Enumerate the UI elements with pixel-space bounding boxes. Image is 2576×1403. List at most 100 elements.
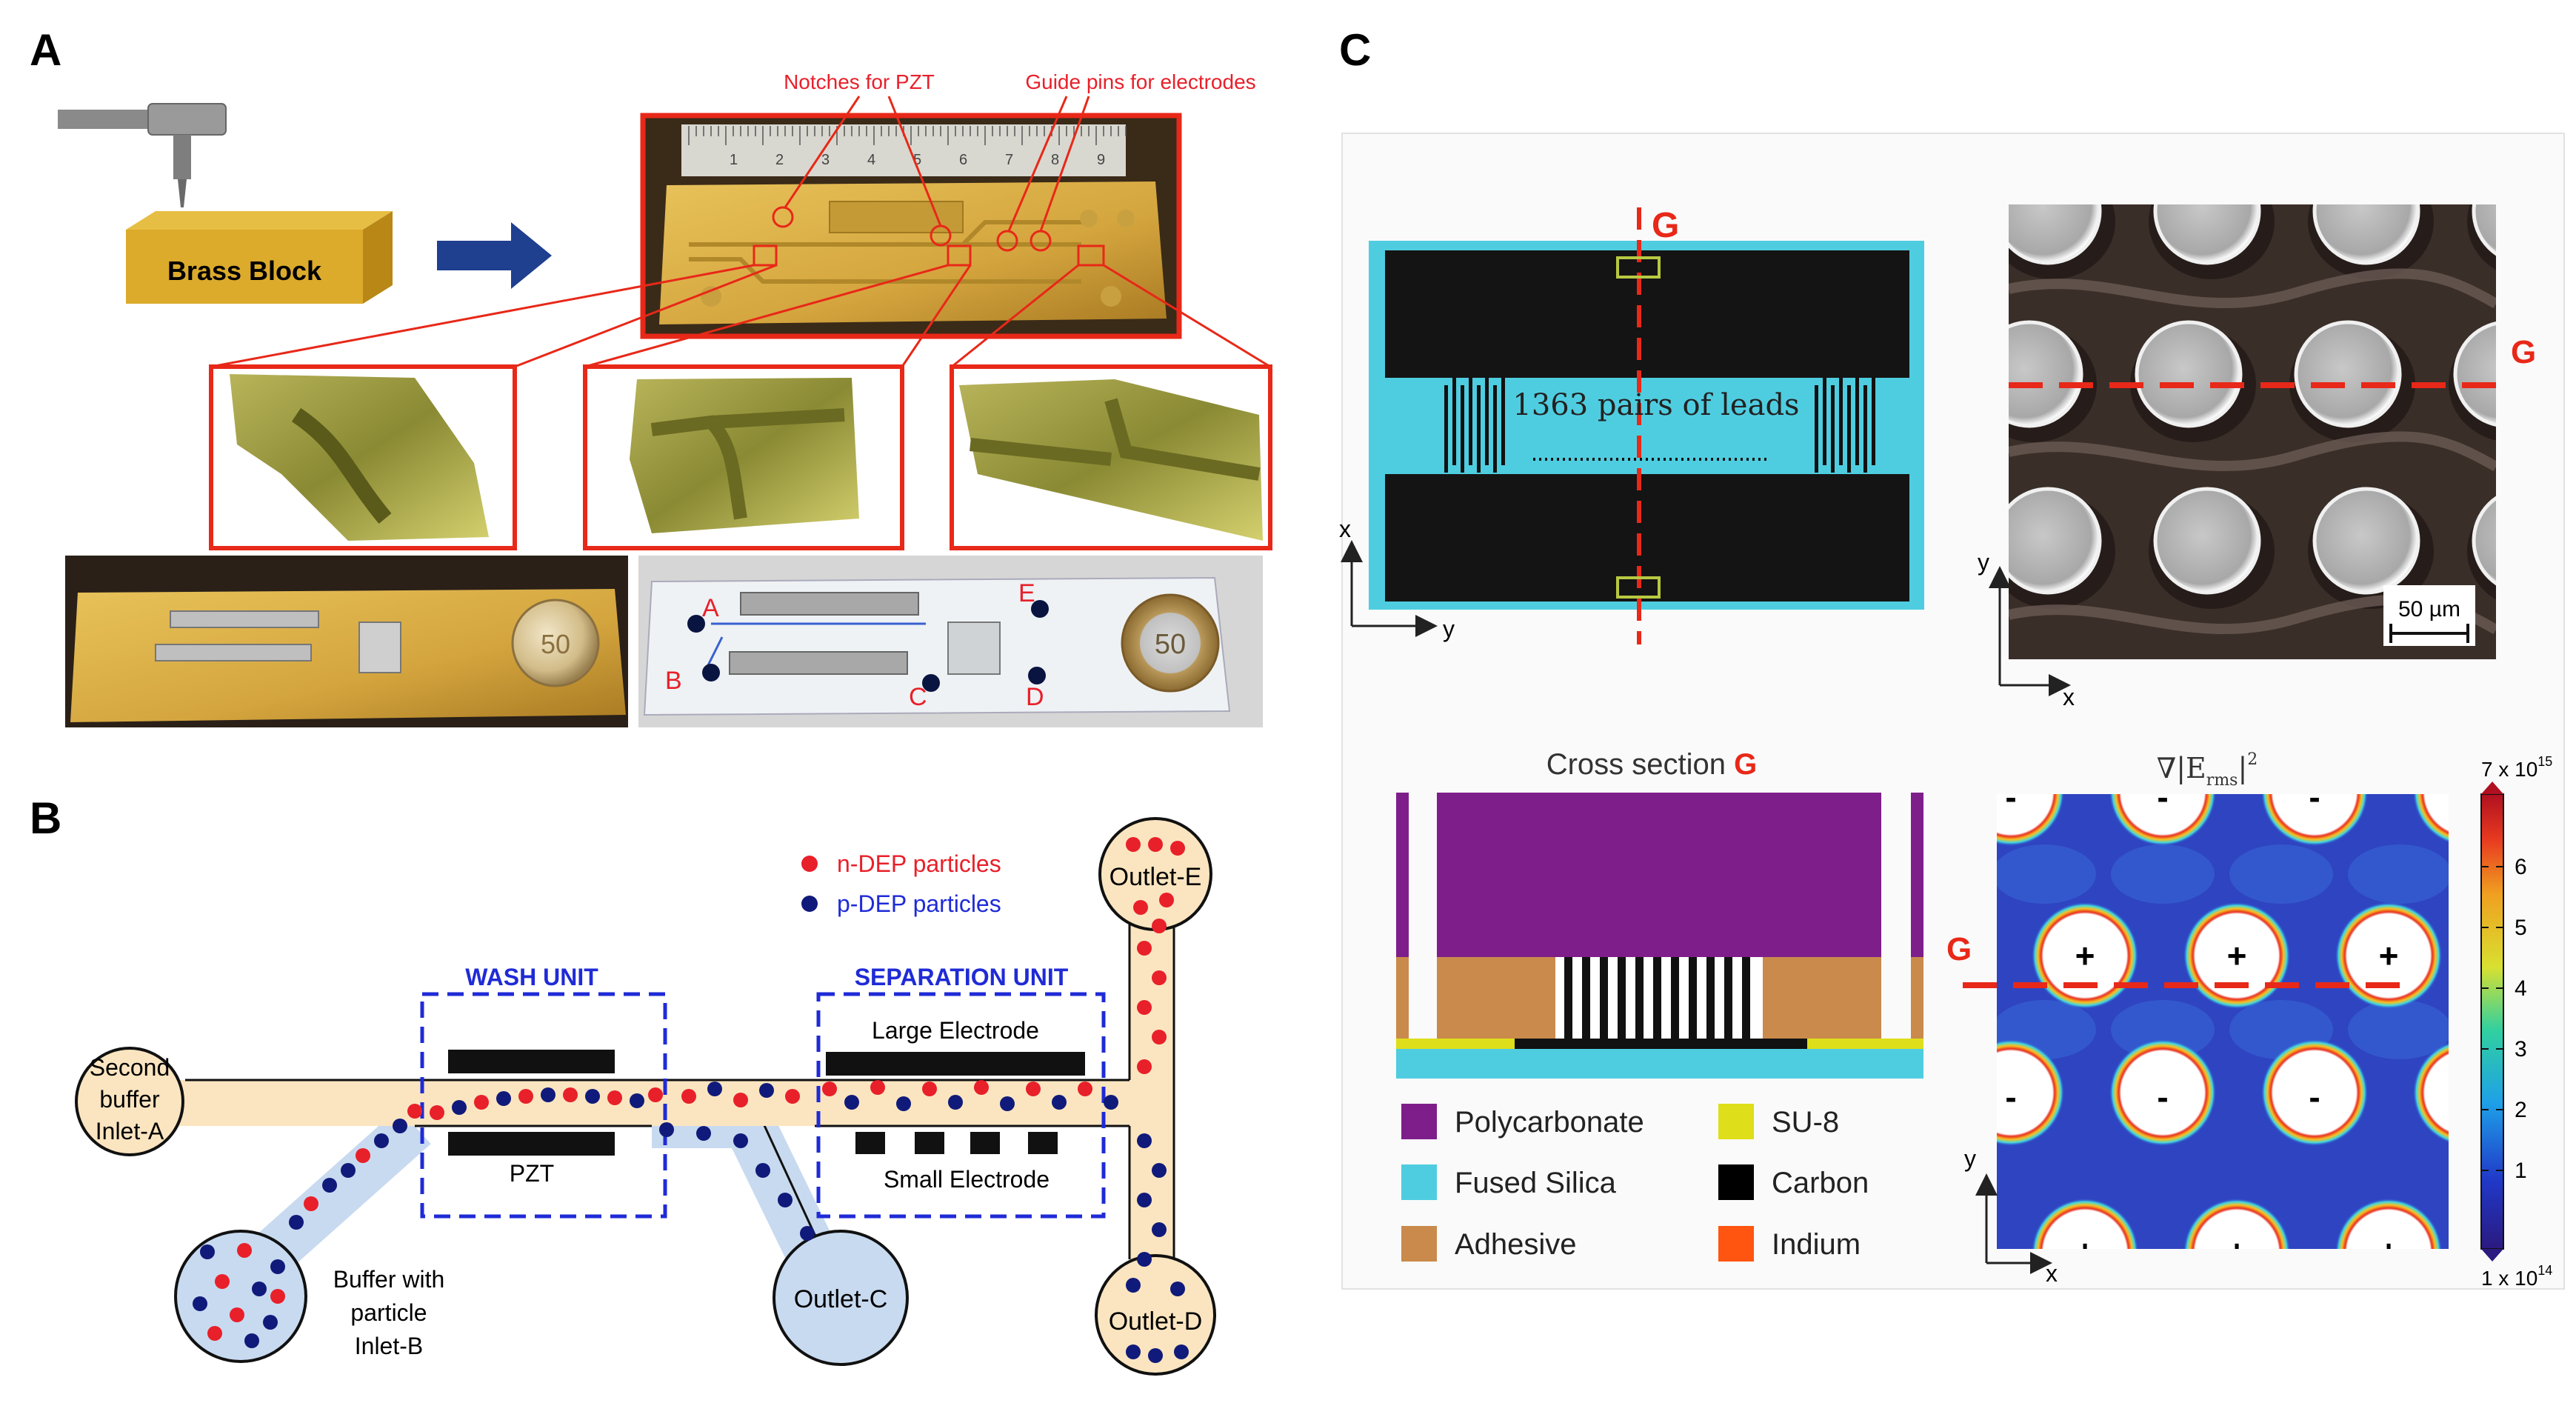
pillar bbox=[2294, 320, 2402, 428]
electrode-stripe bbox=[1706, 957, 1715, 1039]
port-label-c: C bbox=[909, 683, 927, 711]
p-dep-particle bbox=[270, 1259, 285, 1274]
field-hole-core bbox=[2425, 1055, 2449, 1130]
coin-value-2: 50 bbox=[1155, 629, 1186, 660]
legend-n-dep: n-DEP particles bbox=[837, 850, 1001, 877]
pillar bbox=[2009, 487, 2102, 595]
p-dep-particle bbox=[800, 1226, 815, 1241]
ruler-number: 5 bbox=[913, 152, 921, 168]
electrode-stripe bbox=[1635, 957, 1644, 1039]
p-dep-particle bbox=[200, 1244, 215, 1259]
electrode-stripe bbox=[1582, 957, 1590, 1039]
inlet-b-label-3: Inlet-B bbox=[355, 1333, 423, 1359]
colorbar-tick-label: 2 bbox=[2515, 1098, 2527, 1122]
p-dep-particle bbox=[541, 1087, 555, 1102]
n-dep-particle bbox=[974, 1080, 989, 1095]
pillar bbox=[2009, 204, 2102, 265]
pillar bbox=[2153, 204, 2261, 265]
p-dep-particle bbox=[778, 1193, 793, 1207]
p-dep-particle bbox=[193, 1296, 207, 1311]
ruler-number: 3 bbox=[821, 152, 830, 168]
axis-x-2: x bbox=[2063, 684, 2075, 710]
p-dep-particle bbox=[1148, 1348, 1163, 1363]
ruler-number: 1 bbox=[730, 152, 738, 168]
microfluidic-schematic bbox=[75, 817, 1216, 1376]
inlet-b-label-2: particle bbox=[350, 1299, 427, 1326]
pillar bbox=[2153, 487, 2261, 595]
ruler-number: 2 bbox=[775, 152, 784, 168]
legend-label: Polycarbonate bbox=[1455, 1106, 1644, 1139]
leads-count-label: 1363 pairs of leads bbox=[1512, 388, 1799, 422]
p-dep-particle bbox=[496, 1091, 511, 1106]
n-dep-particle bbox=[237, 1243, 252, 1258]
n-dep-particle bbox=[681, 1089, 696, 1104]
process-arrow bbox=[437, 222, 552, 289]
lead bbox=[1469, 378, 1472, 465]
p-dep-particle bbox=[393, 1119, 407, 1133]
n-dep-particle bbox=[304, 1196, 318, 1211]
p-dep-particle bbox=[585, 1089, 600, 1104]
lead bbox=[1461, 385, 1464, 473]
minus-sign: - bbox=[2005, 1078, 2016, 1116]
electrode-stripe bbox=[1689, 957, 1697, 1039]
lead bbox=[1444, 385, 1448, 473]
pillar bbox=[2472, 496, 2496, 586]
port-label-d: D bbox=[1026, 683, 1044, 711]
particle-legend: n-DEP particles p-DEP particles bbox=[801, 850, 1001, 917]
legend-swatch bbox=[1718, 1226, 1754, 1262]
plus-sign: + bbox=[2379, 1233, 2399, 1271]
field-hole-core bbox=[2121, 794, 2204, 834]
n-dep-particle bbox=[356, 1148, 370, 1163]
p-dep-particle bbox=[1126, 1344, 1141, 1359]
electrode-stripe bbox=[1671, 957, 1679, 1039]
lead bbox=[1493, 385, 1497, 473]
electrode-stripe bbox=[1618, 957, 1626, 1039]
outlet-c-label: Outlet-C bbox=[794, 1285, 888, 1313]
p-dep-particle bbox=[252, 1282, 267, 1296]
plus-sign: + bbox=[2075, 936, 2095, 975]
minus-sign: - bbox=[2309, 778, 2320, 816]
legend-label: Indium bbox=[1772, 1228, 1861, 1261]
lead bbox=[1501, 378, 1505, 465]
field-blotch bbox=[2348, 1000, 2449, 1059]
n-dep-particle bbox=[1137, 1000, 1152, 1015]
legend-label: SU-8 bbox=[1772, 1106, 1839, 1139]
p-dep-particle bbox=[341, 1163, 356, 1178]
colorbar-tick-label: 4 bbox=[2515, 976, 2527, 1001]
n-dep-particle bbox=[607, 1090, 622, 1105]
small-electrode-3 bbox=[970, 1132, 1000, 1154]
electrode-layout: 1363 pairs of leads G x y bbox=[1339, 206, 1924, 644]
lead bbox=[1485, 378, 1489, 465]
field-hole-core bbox=[2347, 914, 2430, 997]
axis-y-2: y bbox=[1978, 549, 1989, 576]
lead bbox=[1452, 378, 1456, 465]
n-dep-particle bbox=[1137, 1059, 1152, 1074]
axis-x-1: x bbox=[1339, 516, 1351, 542]
p-dep-particle bbox=[244, 1333, 259, 1348]
ruler-number: 6 bbox=[959, 152, 967, 168]
g-marker-field: G bbox=[1946, 931, 1972, 967]
separation-unit-label: SEPARATION UNIT bbox=[855, 964, 1069, 990]
minus-sign: - bbox=[2005, 778, 2016, 816]
brass-block-label: Brass Block bbox=[167, 256, 322, 286]
colorbar-tick-label: 3 bbox=[2515, 1037, 2527, 1062]
minus-sign: - bbox=[2309, 1078, 2320, 1116]
p-dep-particle bbox=[374, 1133, 389, 1148]
surface-scan-1 bbox=[209, 364, 517, 550]
scale-bar-label: 50 µm bbox=[2398, 597, 2460, 621]
g-marker-sem: G bbox=[2511, 334, 2536, 370]
p-dep-particle bbox=[1104, 1095, 1118, 1110]
p-dep-particle bbox=[896, 1096, 911, 1111]
n-dep-particle bbox=[1159, 893, 1174, 907]
legend-swatch bbox=[1718, 1164, 1754, 1200]
pzt-top bbox=[448, 1050, 615, 1073]
p-dep-particle bbox=[1137, 1193, 1152, 1207]
colorbar-tick-label: 5 bbox=[2515, 916, 2527, 940]
p-dep-particle bbox=[322, 1178, 337, 1193]
surface-scan-3 bbox=[950, 364, 1272, 550]
p-dep-particle bbox=[948, 1095, 963, 1110]
p-dep-particle bbox=[452, 1100, 467, 1115]
